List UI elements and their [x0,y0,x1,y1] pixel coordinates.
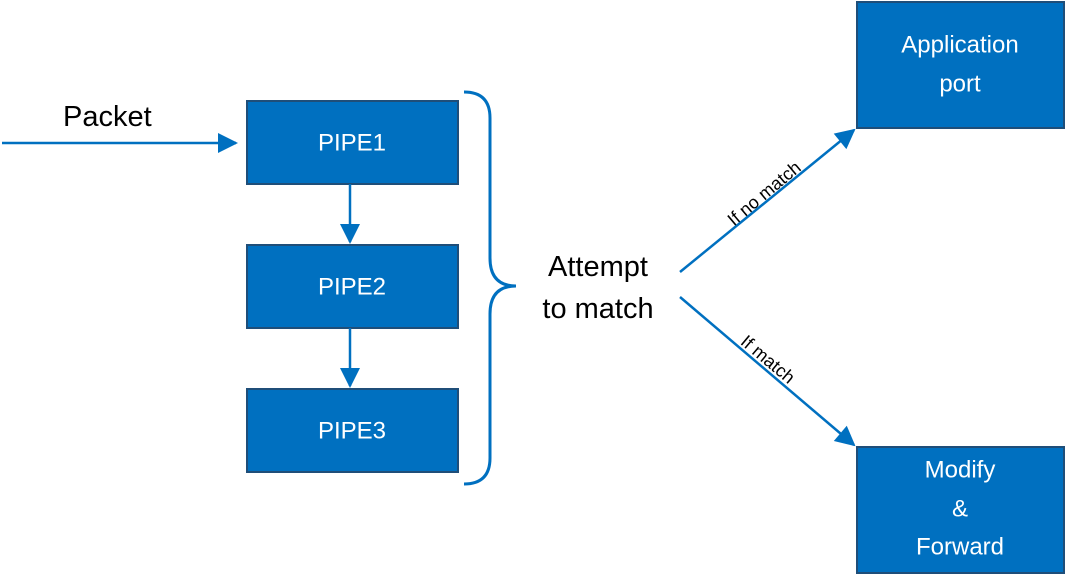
pipe2-label: PIPE2 [318,273,386,300]
application-port-line2: port [939,70,981,97]
match-label: If match [737,331,799,387]
modify-line2: & [952,495,968,522]
application-port-line1: Application [901,31,1018,58]
modify-forward-box: Modify & Forward [856,446,1065,574]
pipe2-box: PIPE2 [246,244,459,329]
application-port-box: Application port [856,1,1065,129]
attempt-line1: Attempt [548,251,648,283]
attempt-line2: to match [542,293,653,325]
modify-line3: Forward [916,533,1004,560]
packet-label: Packet [63,101,152,133]
match-arrow [679,296,856,447]
no-match-arrow [679,128,856,273]
grouping-brace [463,90,517,486]
pipe3-box: PIPE3 [246,388,459,473]
pipe1-box: PIPE1 [246,100,459,185]
pipe1-label: PIPE1 [318,129,386,156]
modify-line1: Modify [925,456,996,483]
no-match-label: If no match [724,157,805,230]
pipe3-label: PIPE3 [318,417,386,444]
